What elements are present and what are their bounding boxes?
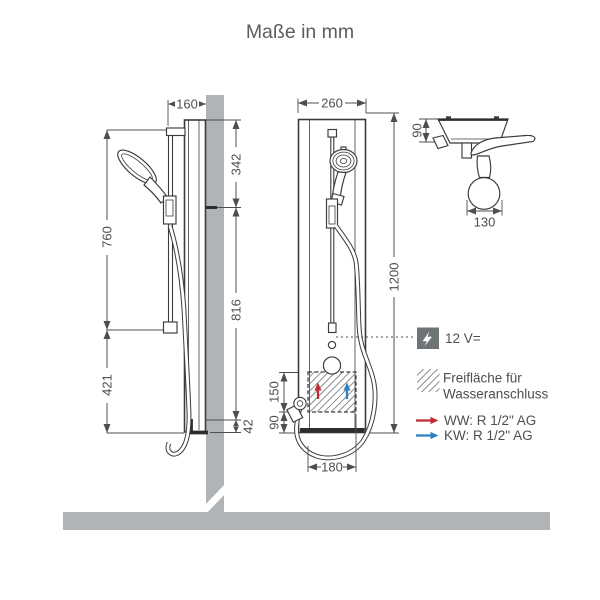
dim-label-width-260: 260: [321, 96, 343, 111]
cold-water-arrow-icon: [343, 382, 351, 399]
top-view: 90 130: [410, 116, 536, 230]
floor: [63, 512, 550, 530]
page-title: Maße in mm: [246, 21, 354, 43]
hand-shower-side: [117, 149, 169, 204]
shower-hose-front: [294, 224, 378, 461]
warm-water-arrow-icon: [314, 382, 322, 399]
wall-and-floor: [63, 95, 550, 530]
wall-break: [204, 483, 226, 516]
dim-label-base-42: 42: [241, 419, 256, 433]
dim-label-conn-height-150: 150: [267, 381, 282, 403]
shower-holder-front: [325, 192, 345, 229]
legend: 12 V= Freifläche für Wasseranschluss WW:…: [336, 327, 549, 443]
dim-label-depth-160: 160: [176, 97, 198, 112]
cold-water-label: KW: R 1/2" AG: [444, 428, 533, 443]
lightning-icon: [422, 331, 432, 347]
shower-hose-side: [165, 225, 192, 457]
knob-circle: [322, 356, 342, 375]
hand-shower-front: [329, 146, 358, 200]
wall: [206, 95, 224, 512]
free-area-label-line2: Wasseranschluss: [443, 387, 549, 402]
free-area-label-line1: Freifläche für: [443, 371, 522, 386]
water-connection-area: [307, 371, 357, 413]
warm-water-label: WW: R 1/2" AG: [444, 413, 536, 428]
side-view: 160 760 421 342 816 42: [100, 97, 256, 457]
dim-label-conn-width-180: 180: [321, 460, 343, 475]
arm-bracket-top-view: [461, 142, 473, 159]
cold-water-legend-arrow-icon: [416, 431, 439, 440]
dim-label-middle-816: 816: [229, 299, 244, 321]
dim-label-top-depth-90: 90: [410, 123, 425, 137]
dim-label-head-width-130: 130: [474, 215, 496, 230]
dim-label-height-1200: 1200: [387, 263, 402, 292]
front-view: 180 260 1200 150 90: [267, 96, 402, 475]
panel-base-front: [300, 428, 365, 433]
dim-label-lower-421: 421: [100, 374, 115, 396]
side-knob-top-view: [432, 134, 449, 150]
dim-label-rail-760: 760: [100, 226, 115, 248]
power-connection-point: [327, 340, 337, 350]
shower-arm-top-view: [470, 134, 536, 156]
power-label: 12 V=: [445, 331, 481, 346]
handle-neck-top-view: [476, 155, 492, 179]
dim-label-conn-bottom-90: 90: [267, 415, 282, 429]
hose-fitting: [286, 396, 307, 424]
hand-shower-top-view: [467, 177, 501, 210]
hatch-swatch: [417, 369, 440, 392]
warm-water-legend-arrow-icon: [416, 416, 439, 425]
dim-label-upper-342: 342: [229, 154, 244, 176]
